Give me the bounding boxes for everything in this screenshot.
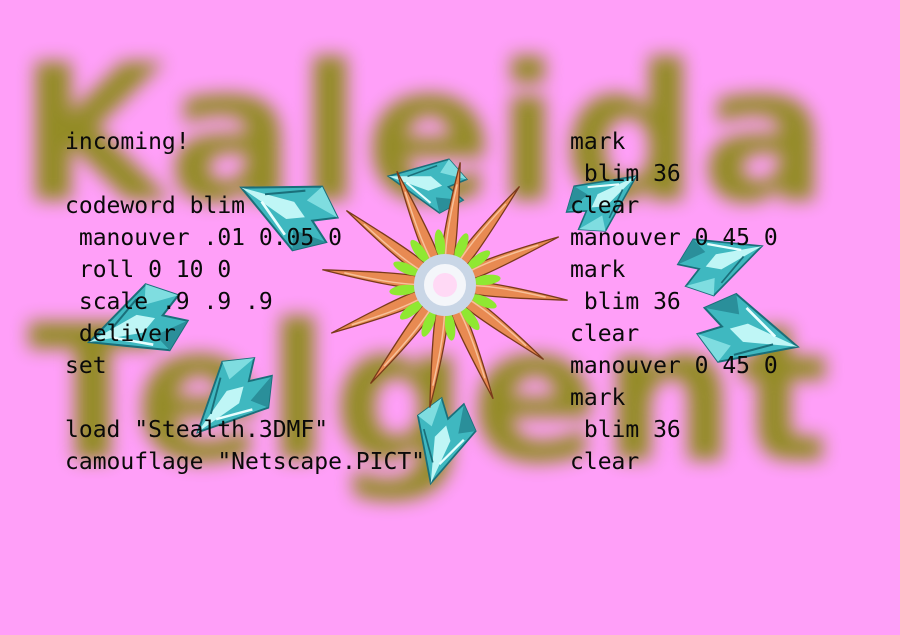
code-line: set <box>65 353 107 379</box>
flower-leaf <box>410 239 430 264</box>
code-line: camouflage "Netscape.PICT" <box>65 449 426 475</box>
code-line: manouver .01 0.05 0 <box>65 225 342 251</box>
flower-leaf <box>421 310 436 337</box>
code-line: mark <box>570 257 626 283</box>
flower-leaf <box>389 284 418 296</box>
code-line: mark <box>570 385 626 411</box>
code-line: roll 0 10 0 <box>65 257 232 283</box>
code-line: clear <box>570 193 640 219</box>
code-line: manouver 0 45 0 <box>570 353 778 379</box>
code-line: blim 36 <box>570 417 681 443</box>
code-line: clear <box>570 449 640 475</box>
flower-leaf <box>393 261 420 276</box>
flower-leaf <box>454 233 469 260</box>
flower-core <box>433 273 457 297</box>
code-listing-left: incoming! codeword blim manouver .01 0.05… <box>65 126 425 478</box>
code-line: incoming! <box>65 129 190 155</box>
flower-leaf <box>434 229 446 258</box>
flower-leaf <box>466 250 491 270</box>
code-line: load "Stealth.3DMF" <box>65 417 329 443</box>
code-line: codeword blim <box>65 193 246 219</box>
code-line: clear <box>570 321 640 347</box>
flower-leaf <box>399 300 424 320</box>
code-line: blim 36 <box>570 161 681 187</box>
flower-leaf <box>470 294 497 309</box>
code-line: mark <box>570 129 626 155</box>
code-line <box>65 158 425 190</box>
code-line: blim 36 <box>570 289 681 315</box>
code-line <box>65 382 425 414</box>
code-line: manouver 0 45 0 <box>570 225 778 251</box>
flower-leaf <box>444 312 456 341</box>
code-line: deliver <box>65 321 176 347</box>
code-line: scale .9 .9 .9 <box>65 289 273 315</box>
code-listing-right: mark blim 36 clear manouver 0 45 0 mark bli… <box>570 126 778 478</box>
flower-leaf <box>472 274 501 286</box>
flower-leaf <box>460 306 480 331</box>
kaleidoscope-flower-icon <box>320 160 570 410</box>
